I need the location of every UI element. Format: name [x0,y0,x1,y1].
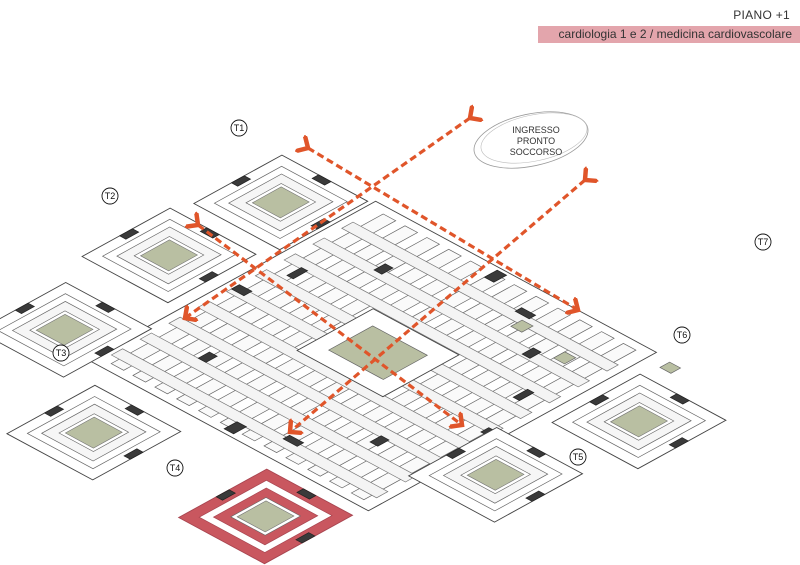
tower-core [94,345,115,357]
entrance-label-line-2: PRONTO [517,136,555,146]
tower-tag-t1: T1 [230,119,248,137]
department-banner: cardiologia 1 e 2 / medicina cardiovasco… [538,26,800,43]
tower-tag-label: T7 [758,237,769,247]
service-core [282,434,305,447]
tower-tag-label: T4 [170,463,181,473]
tower-tag-label: T1 [234,123,245,133]
service-core [369,435,390,447]
tower-tag-circle [673,326,691,344]
floor-label: PIANO +1 [733,8,790,22]
circulation-arrow [198,225,462,425]
tower-core [526,446,547,458]
tower-tag-circle [754,233,772,251]
entrance-label-line-3: SOCCORSO [510,147,563,157]
tower-courtyard [466,458,525,491]
department-label: cardiologia 1 e 2 / medicina cardiovasco… [558,27,792,41]
tower-core [43,405,65,417]
tower-courtyard [236,500,295,533]
emergency-entrance: INGRESSO PRONTO SOCCORSO [473,111,589,169]
tower-tag-circle [101,187,119,205]
tower-tag-t3: T3 [52,344,70,362]
tower-tag-circle [230,119,248,137]
tower-core [445,447,467,459]
tower-wing-t6 [407,426,584,523]
tower-wing-t4 [5,384,182,481]
tower-core [669,393,690,405]
tower-core [215,489,237,501]
tower-tag-label: T3 [56,348,67,358]
tower-wing-t5 [177,468,354,565]
tower-core [124,404,145,416]
tower-wing-t3 [0,281,153,378]
tower-core [525,490,546,502]
tower-tag-circle [166,459,184,477]
tower-tag-t4: T4 [166,459,184,477]
tower-tag-t6: T6 [673,326,691,344]
tower-tag-label: T5 [573,452,584,462]
tower-core [123,448,144,460]
tower-wing-t7 [551,373,727,470]
tower-core [95,301,116,313]
tower-tag-label: T2 [105,191,116,201]
tower-courtyard [64,416,123,449]
tower-tag-label: T6 [677,330,688,340]
tower-tag-t7: T7 [754,233,772,251]
small-courtyard [659,361,682,374]
tower-core [668,437,690,449]
tower-core [296,488,317,500]
tower-tag-circle [52,344,70,362]
tower-core [295,532,316,544]
tower-courtyard [609,405,669,438]
circulation-paths [185,118,585,432]
tower-core [118,228,140,240]
tower-courtyard [35,313,94,346]
tower-tag-t5: T5 [569,448,587,466]
entrance-label-line-1: INGRESSO [512,125,560,135]
tower-tag-t2: T2 [101,187,119,205]
tower-core [14,302,36,314]
tower-tag-circle [569,448,587,466]
